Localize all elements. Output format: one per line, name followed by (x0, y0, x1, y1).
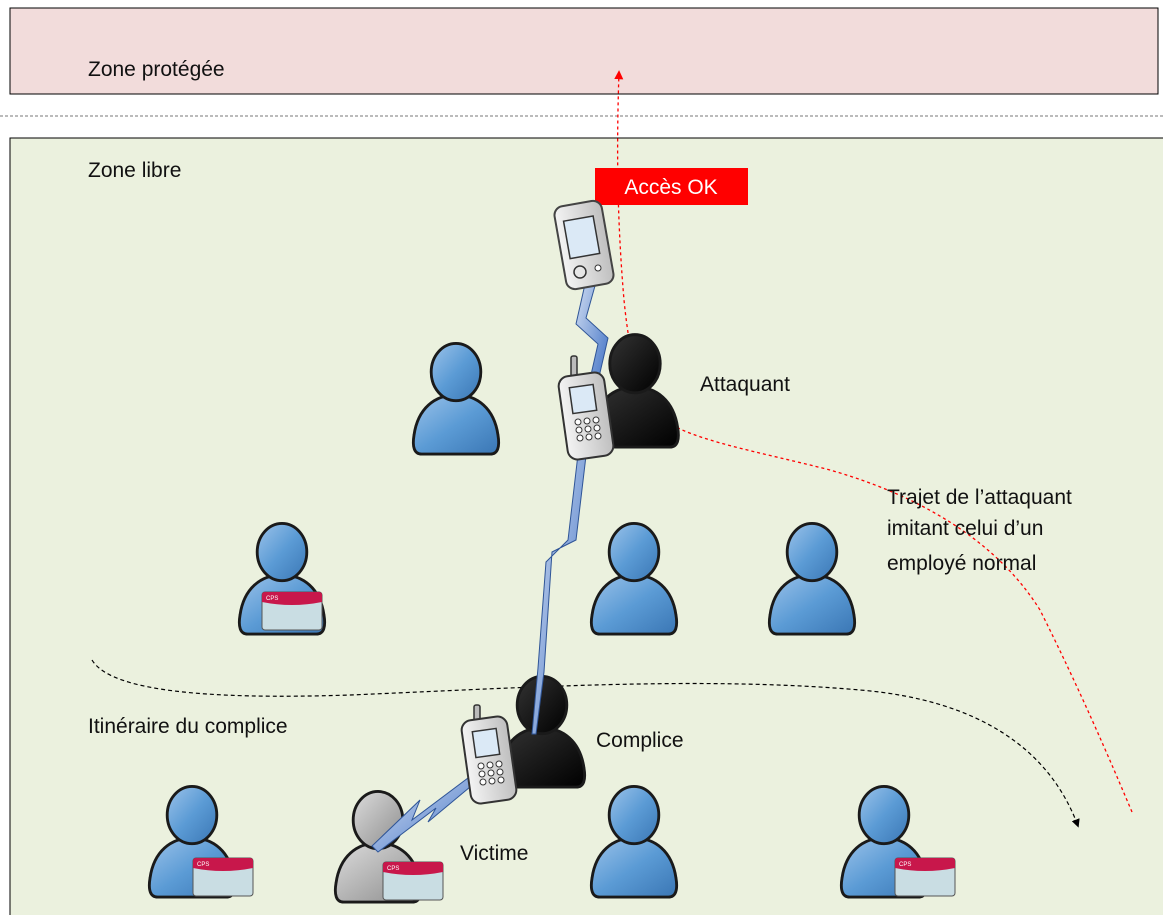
card-reader-icon (553, 199, 615, 291)
attacker-mobile-phone-icon (557, 355, 615, 461)
wireless-link-relay (531, 419, 591, 735)
accomplice-route (91, 659, 1080, 828)
accomplice-mobile-phone-icon (460, 704, 518, 805)
victim-cps-card-icon: CPS (382, 861, 444, 901)
attacker-path-label: Trajet de l’attaquant imitant celui d’un… (887, 486, 1078, 575)
attacker-path-label-line2: imitant celui d’un (887, 517, 1043, 540)
attacker-path (614, 70, 1133, 813)
cps-card-icon: CPS (192, 857, 254, 897)
cps-card-text: CPS (899, 862, 911, 868)
cps-card-text: CPS (266, 596, 278, 602)
protected-zone-label: Zone protégée (88, 58, 225, 81)
protected-zone (9, 7, 1159, 95)
access-ok-badge (595, 168, 748, 205)
cps-card-text: CPS (387, 866, 399, 872)
victim-label: Victime (460, 842, 528, 865)
accomplice-route-label: Itinéraire du complice (88, 715, 288, 738)
cps-card-icon: CPS (261, 591, 323, 631)
accomplice-label: Complice (596, 729, 684, 752)
cps-card-icon: CPS (894, 857, 956, 897)
attacker-path-label-line1: Trajet de l’attaquant (887, 486, 1072, 509)
free-zone-label: Zone libre (88, 159, 181, 182)
attacker-label: Attaquant (700, 373, 790, 396)
cps-card-text: CPS (197, 862, 209, 868)
attacker-path-label-line3: employé normal (887, 552, 1036, 575)
access-ok-label: Accès OK (624, 176, 717, 199)
